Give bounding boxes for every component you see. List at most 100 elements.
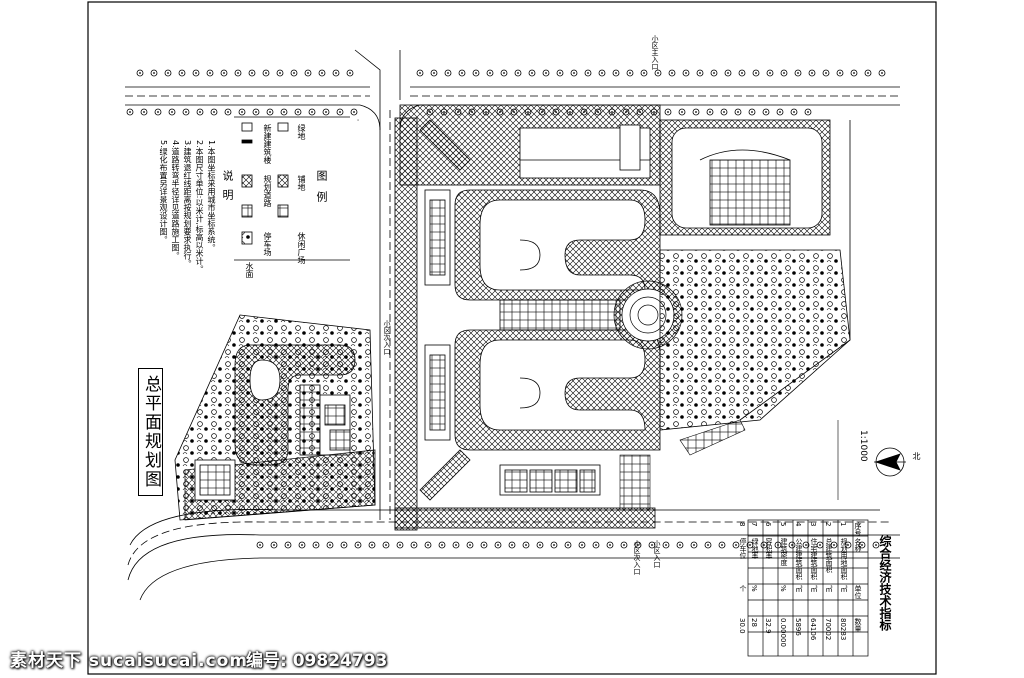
- tree-icon: [881, 72, 883, 74]
- tree-icon: [522, 541, 530, 549]
- tree-icon: [206, 69, 214, 77]
- table-cell: 30.0: [738, 618, 746, 634]
- tree-icon: [679, 544, 681, 546]
- tree-icon: [168, 108, 176, 116]
- tree-icon: [353, 111, 355, 113]
- tree-icon: [780, 69, 788, 77]
- tree-icon: [867, 72, 869, 74]
- tree-icon: [528, 69, 536, 77]
- tree-icon: [791, 544, 793, 546]
- tree-icon: [284, 541, 292, 549]
- tree-icon: [346, 69, 354, 77]
- table-cell: 5: [779, 522, 787, 527]
- tree-icon: [339, 111, 341, 113]
- tree-icon: [312, 541, 320, 549]
- north-label: 北: [912, 452, 921, 460]
- tree-icon: [318, 69, 326, 77]
- tree-icon: [790, 108, 798, 116]
- tree-icon: [332, 69, 340, 77]
- tree-icon: [430, 69, 438, 77]
- tree-icon: [665, 544, 667, 546]
- tree-icon: [238, 108, 246, 116]
- tree-icon: [433, 72, 435, 74]
- tree-icon: [766, 69, 774, 77]
- tree-icon: [825, 72, 827, 74]
- tree-icon: [657, 72, 659, 74]
- tree-icon: [494, 541, 502, 549]
- legend-item: 水面: [245, 262, 254, 278]
- tree-icon: [154, 108, 162, 116]
- tree-icon: [252, 108, 260, 116]
- tree-icon: [685, 72, 687, 74]
- tree-icon: [227, 111, 229, 113]
- tree-icon: [699, 72, 701, 74]
- tree-icon: [472, 69, 480, 77]
- table-cell: ㎡: [825, 585, 833, 592]
- tree-icon: [329, 544, 331, 546]
- tree-icon: [844, 541, 852, 549]
- tree-icon: [308, 108, 316, 116]
- tree-icon: [651, 544, 653, 546]
- tree-icon: [671, 72, 673, 74]
- tree-icon: [553, 544, 555, 546]
- gate-label: 小区主入口: [651, 35, 659, 70]
- north-arrow-icon: [874, 447, 906, 477]
- tree-icon: [735, 544, 737, 546]
- tree-icon: [455, 544, 457, 546]
- tree-icon: [570, 69, 578, 77]
- tree-icon: [720, 108, 728, 116]
- tree-icon: [385, 544, 387, 546]
- tree-icon: [262, 69, 270, 77]
- tree-icon: [256, 541, 264, 549]
- tree-icon: [836, 69, 844, 77]
- tree-icon: [875, 544, 877, 546]
- west-buildings: [419, 119, 471, 501]
- table-cell: 建筑密度: [780, 538, 788, 566]
- tree-icon: [181, 72, 183, 74]
- tree-icon: [654, 69, 662, 77]
- tree-icon: [500, 69, 508, 77]
- tree-icon: [220, 69, 228, 77]
- tree-icon: [157, 111, 159, 113]
- tree-icon: [497, 544, 499, 546]
- tree-icon: [573, 72, 575, 74]
- table-cell: 28: [750, 618, 758, 627]
- tree-icon: [251, 72, 253, 74]
- tree-icon: [695, 111, 697, 113]
- tree-icon: [606, 541, 614, 549]
- table-title: 综合经济技术指标: [878, 535, 892, 631]
- note-line: 1.本图坐标采用城市坐标系统。: [207, 140, 216, 252]
- tree-icon: [307, 72, 309, 74]
- tree-icon: [315, 544, 317, 546]
- tree-icon: [788, 541, 796, 549]
- tree-icon: [413, 544, 415, 546]
- tree-icon: [626, 69, 634, 77]
- tree-icon: [259, 544, 261, 546]
- tree-icon: [564, 541, 572, 549]
- tree-icon: [542, 69, 550, 77]
- tree-icon: [248, 69, 256, 77]
- tree-icon: [294, 108, 302, 116]
- tree-icon: [199, 111, 201, 113]
- tree-icon: [466, 541, 474, 549]
- tree-icon: [475, 72, 477, 74]
- tree-icon: [696, 69, 704, 77]
- tree-icon: [480, 541, 488, 549]
- tree-icon: [399, 544, 401, 546]
- tree-icon: [592, 541, 600, 549]
- tree-icon: [210, 108, 218, 116]
- tree-icon: [710, 69, 718, 77]
- watermark-site: 素材天下 sucaisucai.com: [10, 651, 249, 671]
- tree-icon: [752, 69, 760, 77]
- tree-icon: [143, 111, 145, 113]
- tree-icon: [508, 541, 516, 549]
- tree-row-south: [256, 541, 880, 549]
- tree-icon: [676, 541, 684, 549]
- tree-icon: [514, 69, 522, 77]
- table-cell: 停车位: [739, 538, 747, 559]
- tree-icon: [746, 541, 754, 549]
- tree-icon: [732, 541, 740, 549]
- north-road: [125, 86, 900, 106]
- tree-icon: [623, 544, 625, 546]
- tree-icon: [539, 544, 541, 546]
